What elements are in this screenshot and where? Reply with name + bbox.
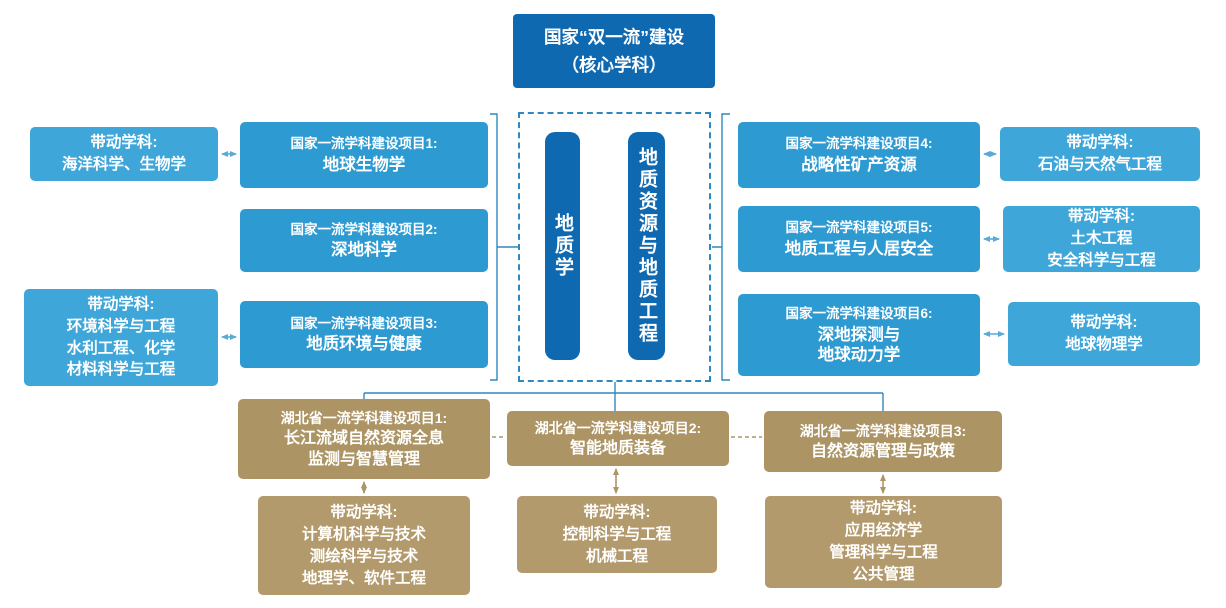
driven-body: 控制科学与工程 机械工程 bbox=[562, 525, 672, 565]
project-label: 国家一流学科建设项目4: bbox=[785, 136, 933, 152]
national-project-1: 国家一流学科建设项目1: 地球生物学 bbox=[240, 122, 488, 188]
project-body: 地球生物学 bbox=[322, 155, 406, 174]
driven-left-2: 带动学科: 环境科学与工程 水利工程、化学 材料科学与工程 bbox=[24, 289, 218, 386]
provincial-driven-2: 带动学科: 控制科学与工程 机械工程 bbox=[517, 496, 717, 573]
bracket-left bbox=[490, 113, 518, 381]
pill-geological-resources-engineering: 地质资源与地质工程 bbox=[628, 132, 665, 360]
project-body: 长江流域自然资源全息 监测与智慧管理 bbox=[283, 429, 444, 468]
driven-label: 带动学科: bbox=[1066, 134, 1134, 152]
driven-body: 石油与天然气工程 bbox=[1037, 156, 1162, 173]
project-label: 国家一流学科建设项目3: bbox=[290, 315, 438, 331]
project-body: 地质工程与人居安全 bbox=[784, 239, 934, 258]
provincial-project-3: 湖北省一流学科建设项目3: 自然资源管理与政策 bbox=[764, 411, 1002, 472]
driven-label: 带动学科: bbox=[330, 503, 398, 521]
driven-label: 带动学科: bbox=[1070, 314, 1138, 332]
national-project-4: 国家一流学科建设项目4: 战略性矿产资源 bbox=[738, 122, 980, 188]
national-project-5: 国家一流学科建设项目5: 地质工程与人居安全 bbox=[738, 206, 980, 272]
project-label: 国家一流学科建设项目2: bbox=[290, 221, 438, 237]
project-body: 深地探测与 地球动力学 bbox=[817, 325, 901, 365]
project-label: 湖北省一流学科建设项目3: bbox=[799, 422, 967, 439]
project-body: 战略性矿产资源 bbox=[801, 155, 917, 174]
driven-right-2: 带动学科: 土木工程 安全科学与工程 bbox=[1003, 206, 1200, 272]
driven-body: 地球物理学 bbox=[1065, 336, 1143, 353]
driven-body: 土木工程 安全科学与工程 bbox=[1047, 230, 1156, 269]
driven-body: 计算机科学与技术 测绘科学与技术 地理学、软件工程 bbox=[301, 525, 426, 587]
driven-body: 应用经济学 管理科学与工程 公共管理 bbox=[829, 522, 938, 583]
project-label: 湖北省一流学科建设项目1: bbox=[280, 409, 448, 426]
provincial-driven-3: 带动学科: 应用经济学 管理科学与工程 公共管理 bbox=[765, 496, 1002, 588]
driven-body: 海洋科学、生物学 bbox=[61, 156, 186, 173]
project-label: 国家一流学科建设项目5: bbox=[785, 220, 933, 236]
national-project-2: 国家一流学科建设项目2: 深地科学 bbox=[240, 209, 488, 272]
driven-label: 带动学科: bbox=[90, 134, 158, 152]
bracket-right bbox=[712, 113, 730, 381]
title-box: 国家“双一流”建设 （核心学科） bbox=[513, 14, 715, 88]
driven-label: 带动学科: bbox=[583, 503, 651, 521]
pill-geology: 地质学 bbox=[545, 132, 580, 360]
project-label: 国家一流学科建设项目6: bbox=[785, 306, 933, 322]
core-disciplines-frame bbox=[518, 112, 711, 382]
provincial-project-1: 湖北省一流学科建设项目1: 长江流域自然资源全息 监测与智慧管理 bbox=[238, 399, 490, 479]
project-body: 自然资源管理与政策 bbox=[810, 442, 955, 460]
provincial-driven-1: 带动学科: 计算机科学与技术 测绘科学与技术 地理学、软件工程 bbox=[258, 496, 470, 595]
driven-label: 带动学科: bbox=[1067, 208, 1136, 226]
driven-right-3: 带动学科: 地球物理学 bbox=[1008, 302, 1200, 366]
driven-body: 环境科学与工程 水利工程、化学 材料科学与工程 bbox=[66, 317, 176, 379]
driven-right-1: 带动学科: 石油与天然气工程 bbox=[1000, 127, 1200, 181]
project-body: 智能地质装备 bbox=[569, 439, 666, 457]
driven-label: 带动学科: bbox=[849, 500, 918, 517]
national-project-6: 国家一流学科建设项目6: 深地探测与 地球动力学 bbox=[738, 294, 980, 376]
national-project-3: 国家一流学科建设项目3: 地质环境与健康 bbox=[240, 301, 488, 368]
driven-left-1: 带动学科: 海洋科学、生物学 bbox=[30, 127, 218, 181]
project-body: 地质环境与健康 bbox=[306, 335, 422, 354]
project-body: 深地科学 bbox=[331, 241, 397, 260]
title-text: 国家“双一流”建设 （核心学科） bbox=[544, 27, 684, 75]
provincial-project-2: 湖北省一流学科建设项目2: 智能地质装备 bbox=[507, 411, 729, 466]
project-label: 国家一流学科建设项目1: bbox=[290, 136, 438, 152]
driven-label: 带动学科: bbox=[87, 296, 155, 314]
project-label: 湖北省一流学科建设项目2: bbox=[534, 419, 702, 436]
